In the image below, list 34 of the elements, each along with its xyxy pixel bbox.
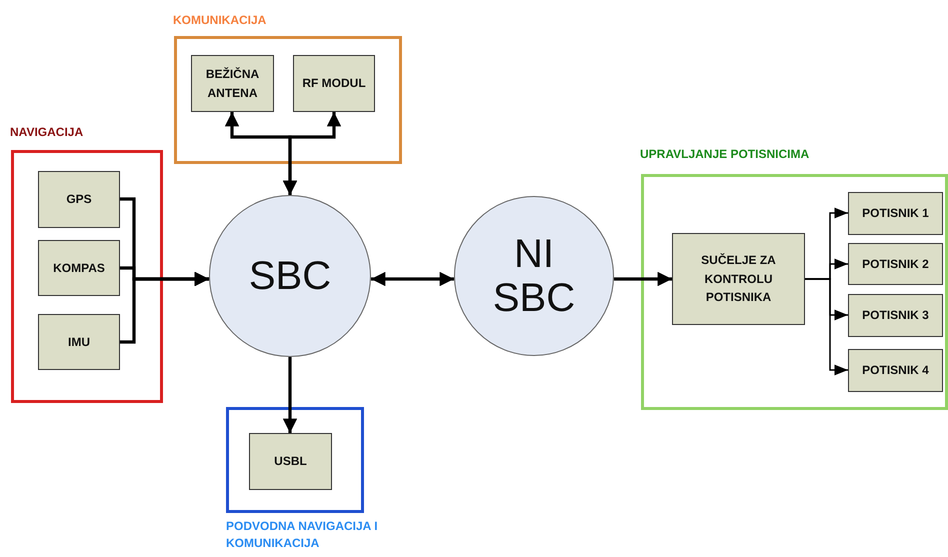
component-box	[191, 55, 274, 112]
box-label: POTISNIK 1	[862, 205, 929, 222]
group-heading: UPRAVLJANJE POTISNICIMA	[640, 146, 810, 163]
box-label: BEŽIČNA ANTENA	[204, 66, 260, 102]
box-label: POTISNIK 2	[862, 256, 929, 273]
box-label: SUČELJE ZA KONTROLU POTISNIKA	[700, 252, 777, 306]
arrow	[120, 272, 210, 344]
box-label: POTISNIK 3	[862, 307, 929, 324]
group-heading: PODVODNA NAVIGACIJA I KOMUNIKACIJA	[226, 518, 379, 552]
component-box	[38, 314, 120, 370]
component-box	[672, 233, 805, 325]
box-label: IMU	[68, 334, 90, 351]
box-label: POTISNIK 4	[862, 362, 929, 380]
component-box	[293, 55, 375, 112]
component-box	[848, 294, 943, 337]
arrow	[370, 272, 454, 286]
box-label: KOMPAS	[53, 260, 105, 277]
box-label: RF MODUL	[302, 75, 366, 92]
box-label: GPS	[66, 191, 92, 208]
arrow	[282, 357, 298, 433]
component-box	[848, 243, 943, 285]
circle-label: NI SBC	[492, 232, 576, 320]
component-box	[38, 171, 120, 228]
group-heading: NAVIGACIJA	[10, 124, 84, 141]
component-box	[249, 433, 332, 490]
arrow	[282, 112, 342, 195]
component-box	[848, 192, 943, 235]
box-label: USBL	[274, 453, 307, 470]
circle-label: SBC	[248, 254, 332, 298]
arrow	[805, 278, 848, 376]
group-heading: KOMUNIKACIJA	[173, 12, 266, 29]
component-box	[38, 240, 120, 296]
arrow	[614, 272, 672, 286]
component-box	[848, 349, 943, 392]
